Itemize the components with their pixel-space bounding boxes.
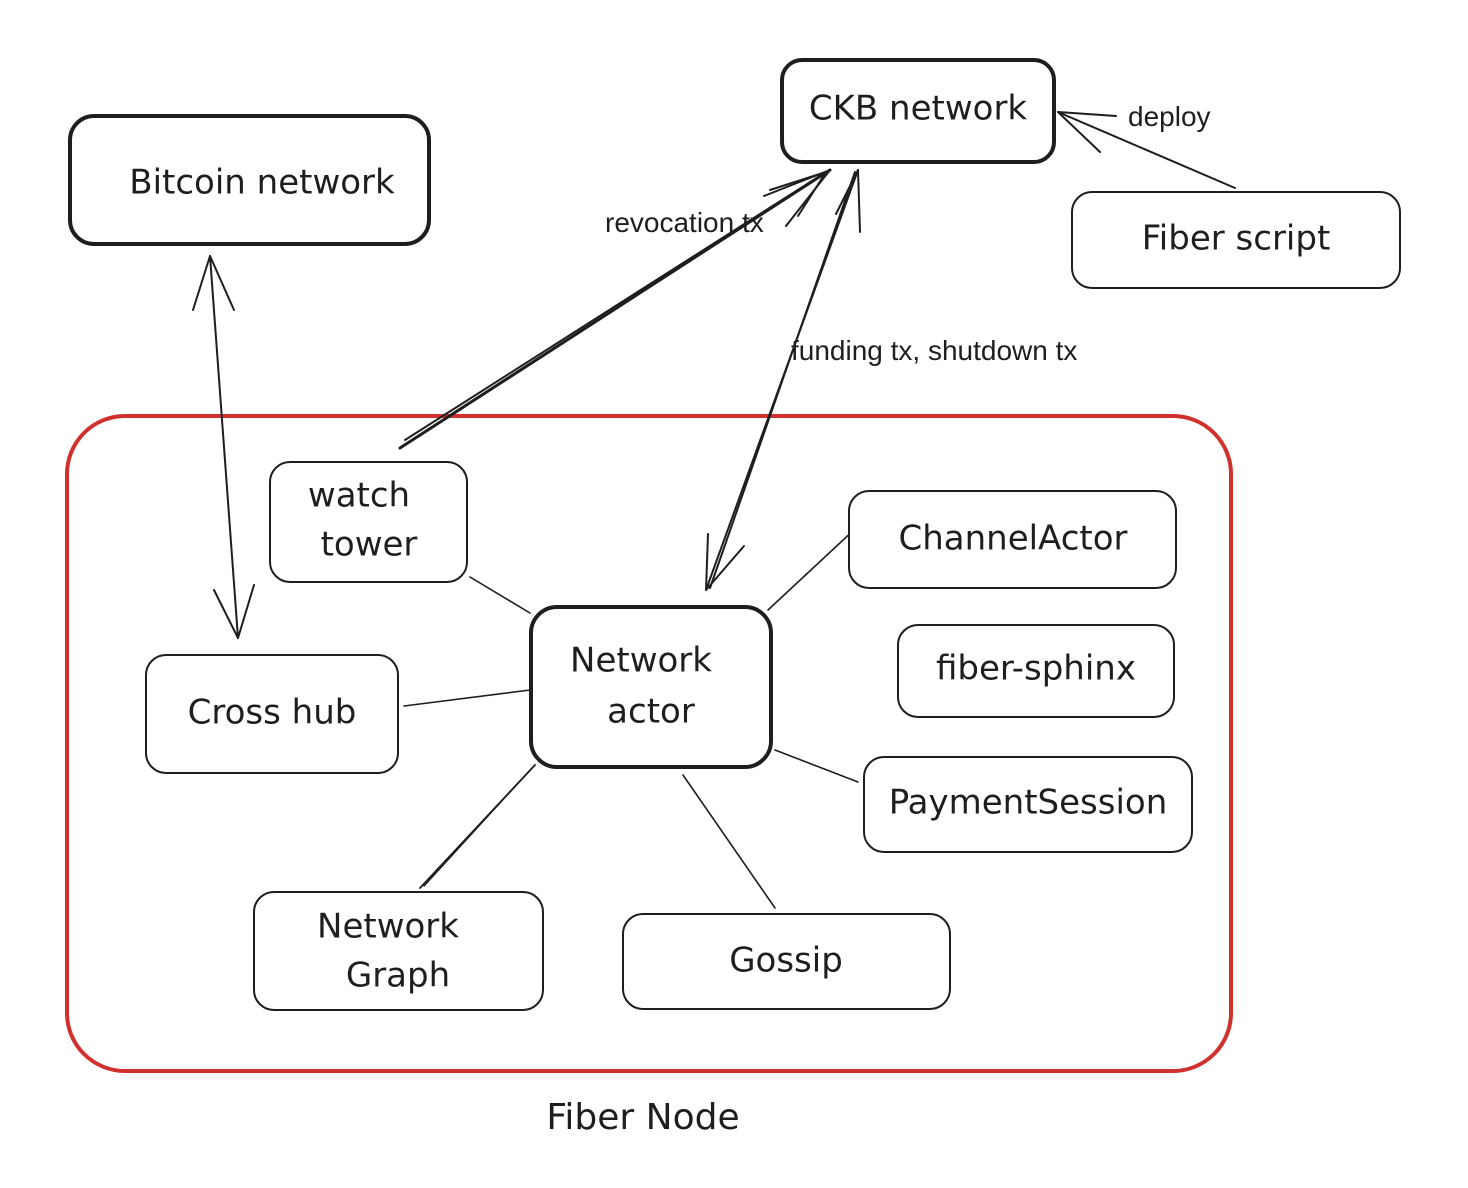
svg-text:Network: Network (570, 641, 712, 681)
svg-text:Network: Network (317, 907, 459, 947)
node-ckb-network: CKB network (780, 58, 1056, 164)
node-gossip: Gossip (622, 913, 951, 1010)
svg-text:actor: actor (607, 692, 695, 732)
svg-text:fiber-sphinx: fiber-sphinx (936, 649, 1136, 689)
svg-text:Graph: Graph (346, 956, 450, 996)
edge-actor-channelactor (767, 527, 857, 611)
edge-actor-gossip (682, 774, 776, 909)
node-payment-session: PaymentSession (863, 756, 1193, 853)
svg-text:Gossip: Gossip (729, 941, 843, 981)
node-fiber-sphinx: fiber-sphinx (897, 624, 1175, 718)
node-network-graph: Network Graph (253, 891, 544, 1011)
node-bitcoin-network: Bitcoin network (68, 114, 431, 246)
svg-text:Bitcoin network: Bitcoin network (129, 163, 395, 203)
svg-text:tower: tower (321, 525, 418, 565)
node-network-actor: Network actor (529, 605, 773, 769)
node-watch-tower: watch tower (269, 461, 468, 583)
edge-actor-crosshub (403, 689, 531, 707)
node-cross-hub: Cross hub (145, 654, 399, 774)
svg-text:watch: watch (308, 476, 410, 516)
node-fiber-script: Fiber script (1071, 191, 1401, 289)
edge-label-revocation-tx: revocation tx (605, 207, 764, 238)
edge-actor-watchtower (469, 576, 531, 614)
svg-text:ChannelActor: ChannelActor (898, 519, 1127, 559)
edge-bitcoin-crosshub (192, 255, 255, 639)
fiber-node-group-label: Fiber Node (546, 1097, 739, 1138)
edge-fiberscript-ckb (1057, 111, 1236, 189)
edge-ckb-networkactor (705, 169, 861, 591)
edge-watchtower-ckb (398, 168, 832, 450)
svg-text:PaymentSession: PaymentSession (889, 783, 1168, 823)
node-channel-actor: ChannelActor (848, 490, 1177, 589)
edge-actor-networkgraph (419, 764, 536, 889)
svg-text:Cross hub: Cross hub (188, 693, 357, 733)
svg-text:CKB network: CKB network (809, 89, 1028, 129)
edge-label-funding-shutdown-tx: funding tx, shutdown tx (791, 335, 1077, 366)
edge-actor-paymentsession (774, 749, 859, 783)
edge-label-deploy: deploy (1128, 101, 1211, 132)
svg-text:Fiber script: Fiber script (1142, 219, 1331, 259)
fiber-node-group-frame (65, 414, 1233, 1073)
